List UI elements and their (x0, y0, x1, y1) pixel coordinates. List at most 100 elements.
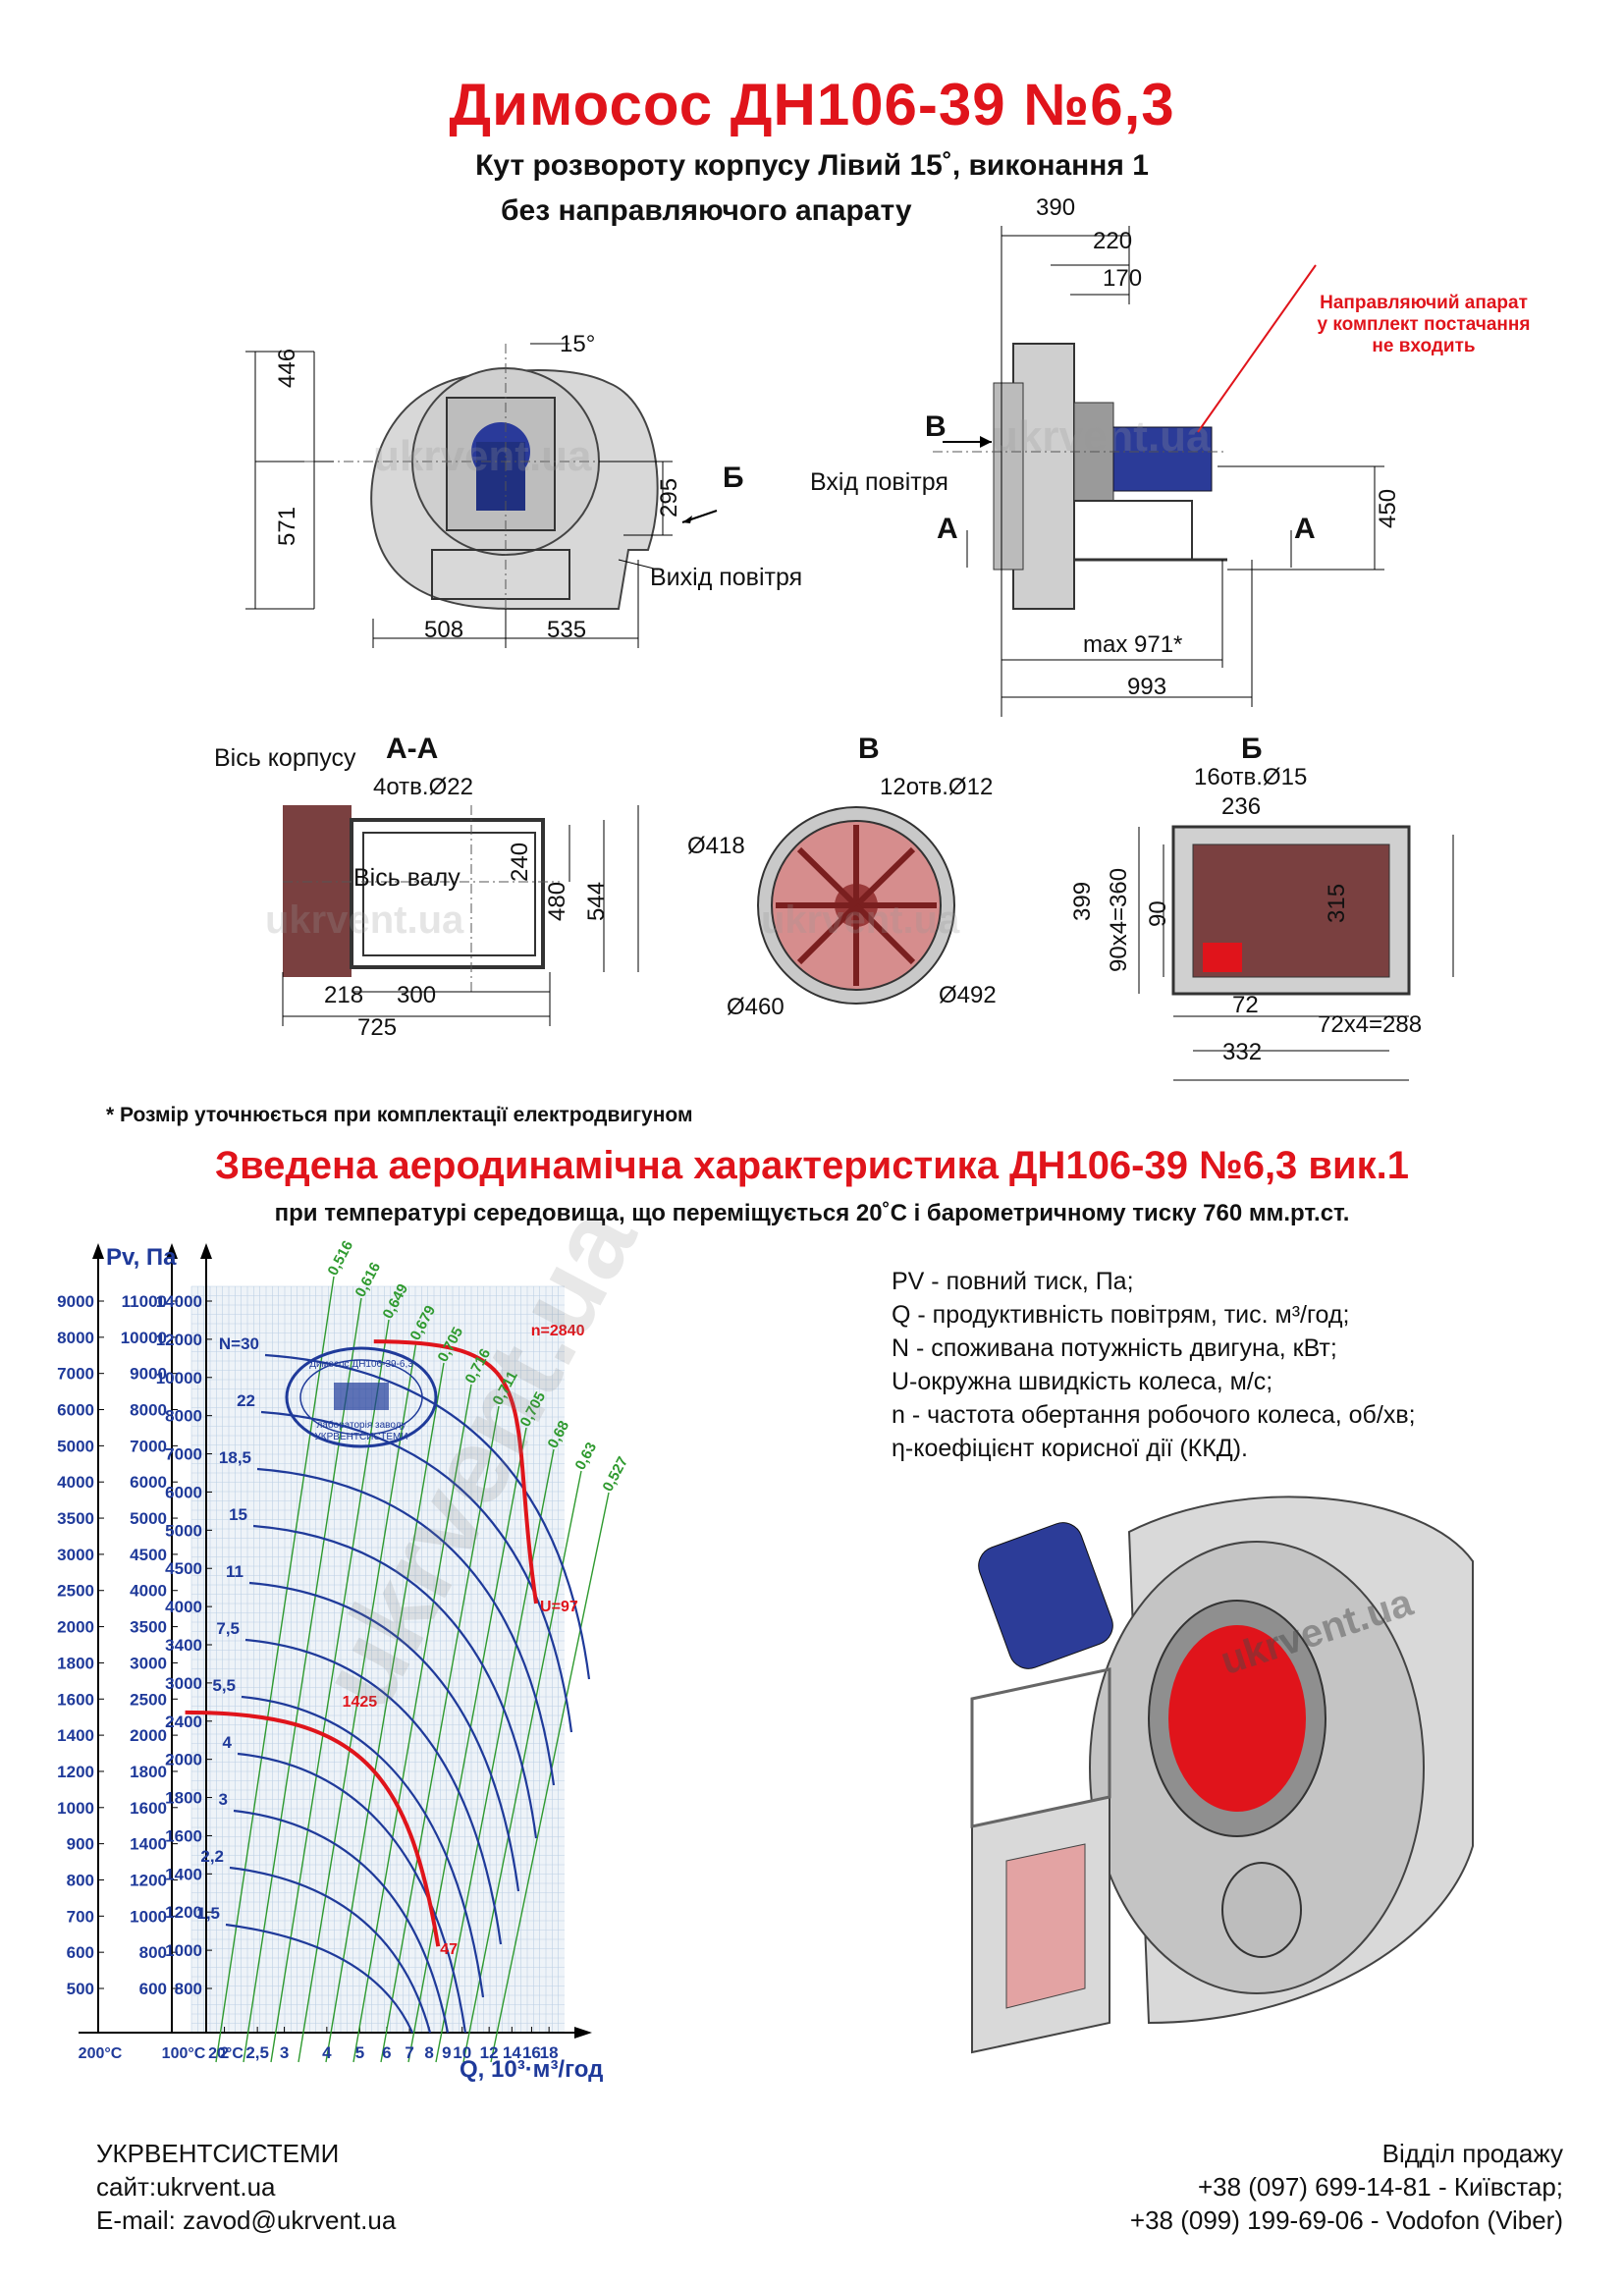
efficiency-line (215, 1276, 335, 2063)
power-curve (244, 1638, 503, 1945)
power-curve (241, 1695, 485, 1998)
legend-n: N - споживана потужність двигуна, кВт; (892, 1334, 1337, 1362)
y200-tick: 800 (67, 1871, 94, 1889)
y200-tick: 5000 (57, 1437, 94, 1455)
watermark-side: ukrvent.ua (992, 412, 1211, 461)
rpm-label: n=2840 (531, 1323, 585, 1339)
section-v-title: В (858, 733, 880, 765)
y20-tick: 10000 (156, 1369, 202, 1387)
chart-legend: PV - повний тиск, Па; Q - продуктивність… (892, 1265, 1416, 1465)
power-label: 3 (219, 1790, 228, 1809)
power-curve (229, 1866, 432, 2034)
y20-tick: 7000 (165, 1445, 202, 1464)
chart-title: Зведена аеродинамічна характеристика ДН1… (215, 1144, 1409, 1187)
efficiency-label: 0,516 (325, 1238, 357, 1279)
power-label: 5,5 (212, 1676, 236, 1695)
y200-tick: 9000 (57, 1292, 94, 1311)
temp-label: 200°С (79, 2045, 123, 2062)
power-label: 2,2 (200, 1847, 224, 1866)
front-arrow-b-label: Б (723, 462, 744, 494)
section-b-title: Б (1241, 733, 1263, 765)
legend-rpm: n - частота обертання робочого колеса, о… (892, 1401, 1416, 1429)
side-dim-450: 450 (1375, 488, 1401, 528)
section-aa-dim-544: 544 (583, 881, 610, 921)
x-tick: 5 (355, 2043, 364, 2062)
speed-label: U=97 (540, 1599, 578, 1615)
efficiency-line (325, 1362, 445, 2063)
footer-sales: Відділ продажу (1381, 2139, 1563, 2168)
y20-tick: 4000 (165, 1598, 202, 1616)
y100-tick: 3500 (130, 1618, 167, 1637)
y20-tick: 2400 (165, 1713, 202, 1731)
chart-curves (185, 1276, 610, 2063)
section-aa-title: А-А (386, 733, 439, 765)
chart-subtitle: при температурі середовища, що переміщує… (274, 1200, 1350, 1226)
footer-right: Відділ продажу +38 (097) 699-14-81 - Киї… (1130, 2137, 1563, 2237)
y200-tick: 1800 (57, 1654, 94, 1672)
section-aa-dim-300: 300 (397, 982, 437, 1008)
power-curve (264, 1353, 591, 1680)
efficiency-line (435, 1448, 555, 2063)
y100-tick: 1000 (130, 1907, 167, 1926)
stamp-top-text: Димосос ДН106-39-6,3 (309, 1359, 413, 1370)
front-dim-295: 295 (656, 477, 682, 517)
side-section-a-left: А (937, 513, 958, 545)
y100-tick: 3000 (130, 1654, 167, 1672)
y100-tick: 8000 (130, 1401, 167, 1420)
end-label: 47 (440, 1941, 458, 1958)
y200-tick: 4000 (57, 1473, 94, 1492)
y100-tick: 7000 (130, 1437, 167, 1455)
y200-tick: 8000 (57, 1329, 94, 1347)
y200-tick: 2000 (57, 1618, 94, 1637)
side-dim-390: 390 (1036, 194, 1076, 221)
stamp-bottom2-text: УКРВЕНТСИСТЕМИ (314, 1432, 407, 1442)
power-label: 11 (226, 1562, 244, 1581)
y100-tick: 800 (139, 1943, 167, 1962)
rpm-curve (185, 1710, 441, 1947)
x-tick: 4 (322, 2043, 332, 2062)
efficiency-line (407, 1427, 527, 2063)
side-dim-max971: max 971* (1083, 631, 1183, 658)
side-arrow-v-label: В (925, 410, 947, 443)
power-label: 1,5 (196, 1904, 220, 1923)
x-tick: 3 (280, 2043, 289, 2062)
motor-note: * Розмір уточнюється при комплектації ел… (106, 1104, 693, 1126)
section-b-dim-332: 332 (1222, 1039, 1263, 1065)
section-v-dim-492: Ø492 (939, 982, 997, 1008)
y200-tick: 500 (67, 1980, 94, 1998)
y100-tick: 5000 (130, 1509, 167, 1528)
legend-pv: PV - повний тиск, Па; (892, 1268, 1134, 1295)
x-tick: 16 (522, 2043, 541, 2062)
power-curve (260, 1410, 573, 1733)
y20-tick: 1400 (165, 1865, 202, 1883)
section-b-dim-315: 315 (1324, 883, 1350, 923)
power-curve (225, 1923, 414, 2034)
y200-tick: 2500 (57, 1582, 94, 1601)
x-tick: 10 (453, 2043, 471, 2062)
power-label: N=30 (219, 1334, 259, 1353)
section-b-dim-399: 399 (1069, 881, 1096, 921)
power-label: 15 (229, 1505, 247, 1524)
laboratory-stamp: Димосос ДН106-39-6,3 лабораторія заводу … (285, 1346, 438, 1448)
front-angle-label: 15° (560, 331, 596, 357)
y20-tick: 8000 (165, 1407, 202, 1426)
y100-tick: 6000 (130, 1473, 167, 1492)
efficiency-line (352, 1384, 472, 2063)
section-aa-dim-218: 218 (324, 982, 364, 1008)
efficiency-label: 0,63 (572, 1440, 601, 1473)
legend-q: Q - продуктивність повітрям, тис. м³/год… (892, 1301, 1350, 1329)
section-aa-drawing (282, 805, 639, 1026)
temp-label: 20°С (208, 2045, 244, 2062)
section-b-holes: 16отв.Ø15 (1194, 764, 1308, 790)
footer-site: сайт:ukrvent.ua (96, 2172, 276, 2202)
y100-tick: 4500 (130, 1546, 167, 1564)
guide-vane-note-line2: у комплект постачання (1317, 314, 1531, 335)
y20-tick: 1800 (165, 1789, 202, 1808)
y-axis-arrow-2 (200, 1243, 212, 1259)
page-title: Димосос ДН106-39 №6,3 (449, 72, 1175, 137)
y100-tick: 4000 (130, 1582, 167, 1601)
y-axis-arrow-0 (92, 1243, 104, 1259)
power-curve (256, 1467, 556, 1786)
guide-vane-note: Направляючий апарат у комплект постачанн… (1276, 293, 1571, 357)
footer-email: E-mail: zavod@ukrvent.ua (96, 2205, 397, 2235)
